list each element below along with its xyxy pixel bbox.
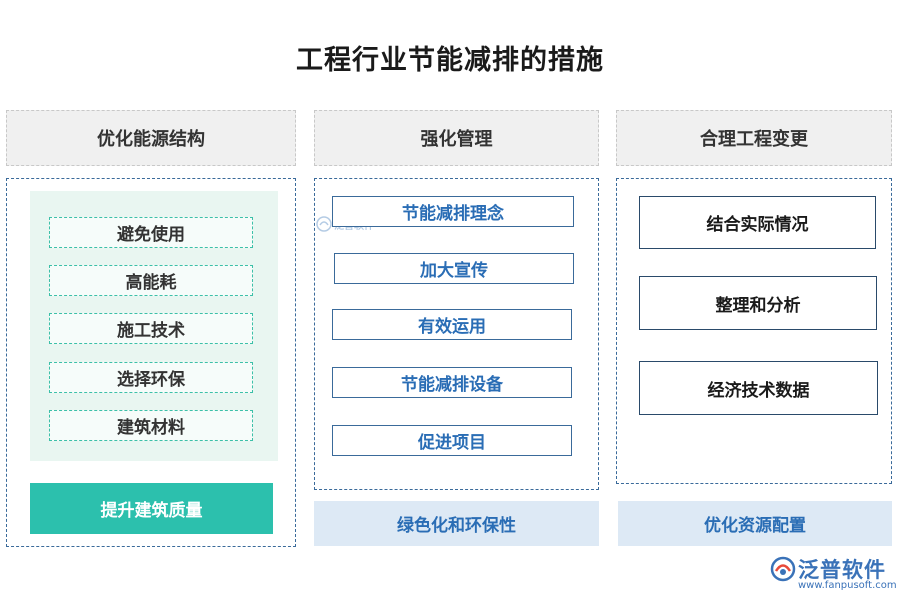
column-heading-management: 强化管理 — [314, 110, 599, 166]
management-item: 促进项目 — [332, 425, 572, 456]
management-item: 加大宣传 — [334, 253, 574, 284]
change-item: 结合实际情况 — [639, 196, 876, 249]
page-title: 工程行业节能减排的措施 — [296, 45, 604, 76]
panel-management — [314, 178, 599, 490]
panel-energy — [6, 178, 296, 547]
energy-item: 施工技术 — [49, 313, 253, 344]
energy-result: 提升建筑质量 — [30, 483, 273, 534]
management-item: 节能减排理念 — [332, 196, 574, 227]
watermark-logo-icon — [316, 216, 332, 232]
energy-item: 高能耗 — [49, 265, 253, 296]
brand-logo-icon — [770, 556, 796, 582]
energy-item: 选择环保 — [49, 362, 253, 393]
column-heading-change: 合理工程变更 — [616, 110, 892, 166]
change-result: 优化资源配置 — [618, 501, 892, 546]
change-item: 整理和分析 — [639, 276, 877, 330]
brand-name: 泛普软件 — [798, 558, 886, 582]
column-heading-energy: 优化能源结构 — [6, 110, 296, 166]
brand-url: www.fanpusoft.com — [798, 580, 897, 591]
panel-change — [616, 178, 892, 484]
energy-item: 避免使用 — [49, 217, 253, 248]
brand-logo: 泛普软件 www.fanpusoft.com — [770, 554, 897, 594]
management-item: 有效运用 — [332, 309, 572, 340]
management-item: 节能减排设备 — [332, 367, 572, 398]
change-item: 经济技术数据 — [639, 361, 878, 415]
energy-item: 建筑材料 — [49, 410, 253, 441]
management-result: 绿色化和环保性 — [314, 501, 599, 546]
